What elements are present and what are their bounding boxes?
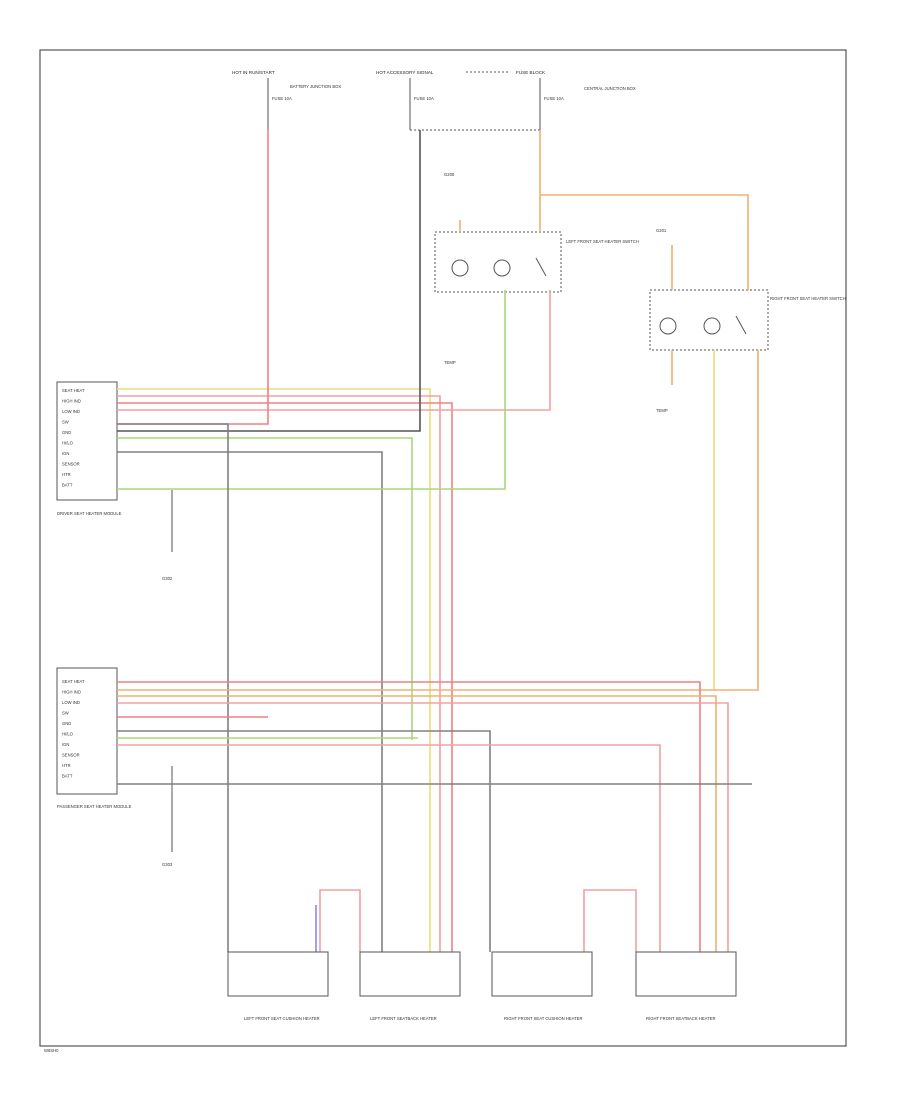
right-switch-label: RIGHT FRONT SEAT HEATER SWITCH [770, 296, 846, 301]
right-ground-label: G201 [656, 228, 667, 233]
module-pin-label: SENSOR [62, 462, 80, 467]
module-pin-label: HI/LO [62, 732, 74, 737]
driver-module-pins: SEAT HEAT HIGH IND LOW IND SW GND HI/LO IGN SEN… [62, 388, 85, 488]
wire-jumper-l [319, 889, 361, 952]
wire-blk-feed [117, 130, 421, 432]
wire-pnk-sw [117, 290, 551, 411]
wire-org-p2 [117, 695, 717, 952]
wire-gry-p [117, 730, 491, 952]
wire-red-p [117, 681, 701, 952]
module-pin-label: HIGH IND [62, 399, 81, 404]
module-pin-label: IGN [62, 451, 69, 456]
heater-lf-back: LEFT FRONT SEATBACK HEATER [359, 951, 461, 1021]
wire-org-r [540, 194, 749, 290]
power-label-hot-run: HOT IN RUN/START [232, 70, 275, 75]
wire-red-feed [117, 130, 269, 425]
module-pin-label: BATT [62, 483, 73, 488]
power-feed-right: HOT ACCESSORY SIGNAL FUSE BLOCK CENTRAL … [376, 70, 636, 131]
module-pin-label: GND [62, 430, 71, 435]
heater-rf-cushion-label: RIGHT FRONT SEAT CUSHION HEATER [504, 1016, 583, 1021]
module-pin-label: LOW IND [62, 700, 80, 705]
wire-dkgrn [117, 290, 506, 490]
power-label-hot-acc: HOT ACCESSORY SIGNAL [376, 70, 434, 75]
passenger-module-label: PASSENGER SEAT HEATER MODULE [57, 804, 132, 809]
power-label-fuse-box: FUSE BLOCK [516, 70, 546, 75]
module-pin-label: HTR [62, 472, 71, 477]
passenger-module-ground: G303 [162, 862, 173, 867]
fuse-label-mid: FUSE 10A [414, 96, 434, 101]
page-code: W6SH0 [44, 1048, 59, 1053]
wire-pnk-p2 [117, 744, 661, 952]
module-pin-label: SW [62, 420, 69, 425]
heater-lf-cushion: LEFT FRONT SEAT CUSHION HEATER [227, 951, 329, 1021]
module-pin-label: SENSOR [62, 753, 80, 758]
module-pin-label: IGN [62, 742, 69, 747]
module-pin-label: HIGH IND [62, 690, 81, 695]
temp-sensor-left: TEMP [444, 360, 456, 365]
module-pin-label: SW [62, 711, 69, 716]
left-seat-heater-switch: LEFT FRONT SEAT HEATER SWITCH G200 TEMP [434, 172, 639, 365]
wire-org-pass [117, 350, 759, 691]
module-pin-label: GND [62, 721, 71, 726]
module-pin-label: HI/LO [62, 441, 74, 446]
fuse-label-left: FUSE 10A [272, 96, 292, 101]
temp-sensor-right: TEMP [656, 408, 668, 413]
heater-rf-back: RIGHT FRONT SEATBACK HEATER [635, 951, 737, 1021]
module-pin-label: BATT [62, 774, 73, 779]
wire-pnk [117, 395, 441, 952]
wire-grn [117, 437, 413, 740]
fuse-label-right: FUSE 10A [544, 96, 564, 101]
wire-jumper-r [583, 889, 637, 952]
panel-note-right: CENTRAL JUNCTION BOX [584, 86, 636, 91]
left-ground-label: G200 [444, 172, 455, 177]
wire-gry-2 [117, 423, 229, 952]
wire-red [117, 402, 453, 952]
driver-module-ground: G302 [162, 576, 173, 581]
module-pin-label: SEAT HEAT [62, 679, 85, 684]
heater-rf-back-label: RIGHT FRONT SEATBACK HEATER [646, 1016, 716, 1021]
power-feed-left: HOT IN RUN/START FUSE 10A BATTERY JUNCTI… [232, 70, 341, 130]
heater-lf-cushion-label: LEFT FRONT SEAT CUSHION HEATER [244, 1016, 320, 1021]
driver-seat-heater-module: SEAT HEAT HIGH IND LOW IND SW GND HI/LO IGN SEN… [56, 381, 173, 581]
module-pin-label: LOW IND [62, 409, 80, 414]
driver-module-label: DRIVER SEAT HEATER MODULE [57, 511, 122, 516]
module-pin-label: SEAT HEAT [62, 388, 85, 393]
right-seat-heater-switch: RIGHT FRONT SEAT HEATER SWITCH G201 TEMP [649, 228, 846, 413]
heater-lf-back-label: LEFT FRONT SEATBACK HEATER [370, 1016, 437, 1021]
module-pin-label: HTR [62, 763, 71, 768]
diagram-frame [39, 49, 847, 1047]
passenger-seat-heater-module: SEAT HEAT HIGH IND LOW IND SW GND HI/LO IGN SEN… [56, 667, 173, 867]
wire-pnk-p [117, 702, 729, 952]
wire-yel [117, 388, 431, 952]
wire-gry [117, 451, 383, 952]
wire-harness [117, 130, 759, 952]
panel-note-left: BATTERY JUNCTION BOX [290, 84, 341, 89]
left-switch-label: LEFT FRONT SEAT HEATER SWITCH [566, 239, 639, 244]
passenger-module-pins: SEAT HEAT HIGH IND LOW IND SW GND HI/LO IGN SEN… [62, 679, 85, 779]
heater-rf-cushion: RIGHT FRONT SEAT CUSHION HEATER [491, 951, 593, 1021]
